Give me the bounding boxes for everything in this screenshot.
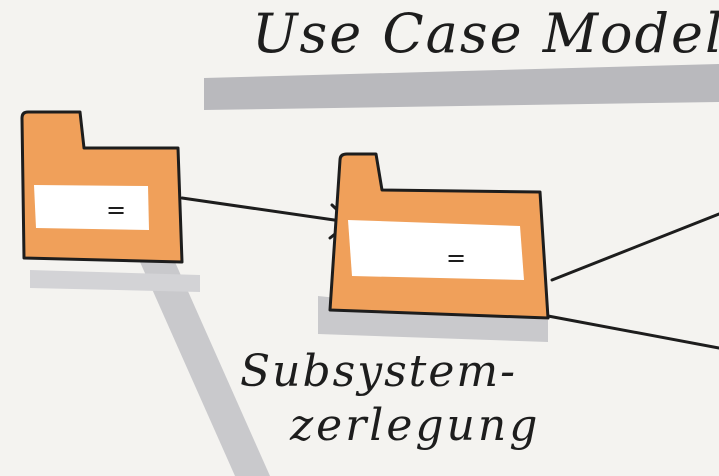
shadow-stroke-small [30, 270, 200, 292]
subsystem-label-line1: Subsystem- [240, 346, 517, 397]
shadow-stroke-left [140, 262, 270, 476]
connector-line-lower [546, 314, 719, 350]
title-underline [204, 64, 719, 110]
subsystem-label-line2: zerlegung [289, 400, 540, 451]
dependency-arrow [180, 196, 352, 240]
package-left: = [20, 110, 184, 264]
connector-line-upper [550, 212, 719, 282]
diagram-title: Use Case Model [252, 2, 719, 65]
package-left-symbol: = [106, 196, 126, 224]
package-subsystem: = [328, 152, 550, 320]
package-subsystem-symbol: = [446, 244, 466, 272]
